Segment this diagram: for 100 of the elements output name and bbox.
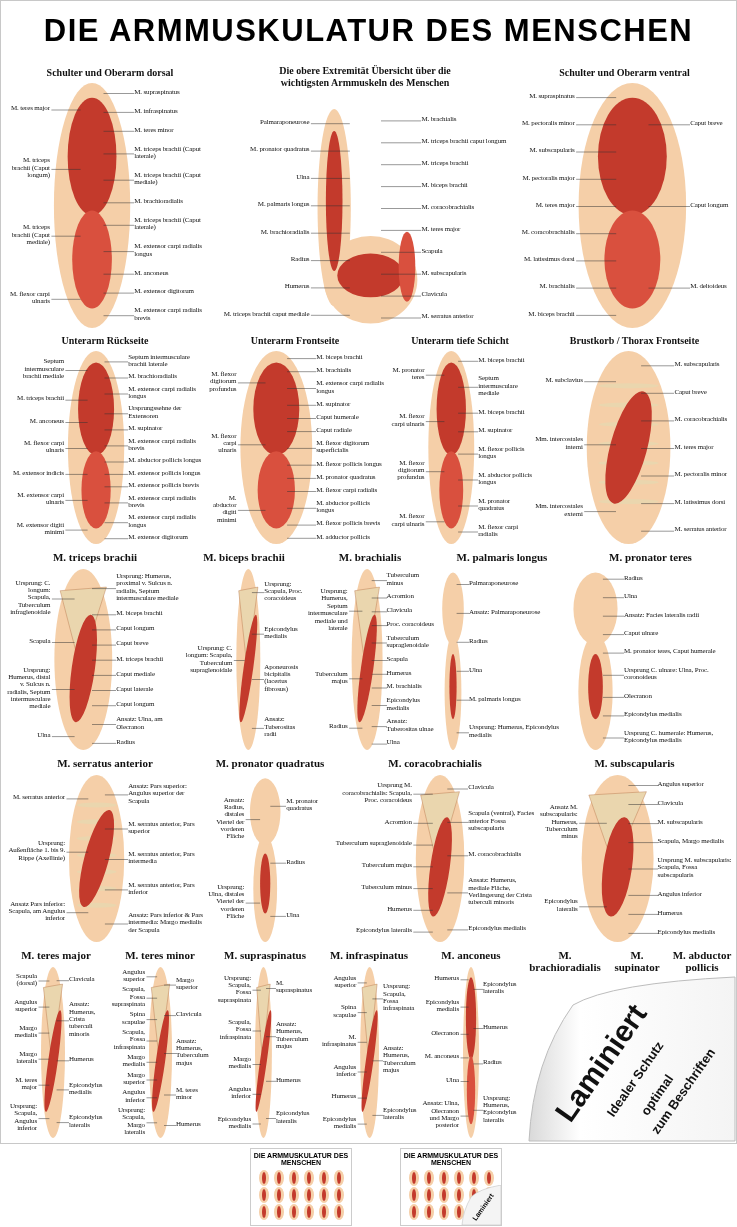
leader-line: [413, 888, 434, 889]
leader-line: [146, 1019, 158, 1020]
leader-line: [602, 634, 625, 635]
leader-line: [252, 1123, 262, 1125]
leader-line: [91, 705, 117, 706]
leader-line: [380, 295, 423, 297]
leader-line: [575, 260, 617, 262]
leader-line: [251, 592, 266, 593]
panel-heading: M. serratus anterior: [56, 757, 154, 770]
leader-line: [146, 1097, 158, 1099]
leader-line: [602, 578, 625, 580]
leader-line: [66, 851, 89, 853]
panel-heading: M. teres minor: [124, 949, 196, 962]
leader-line: [460, 979, 469, 981]
leader-line: [456, 732, 470, 734]
leader-line: [252, 1064, 262, 1065]
leader-line: [270, 916, 287, 917]
leader-line: [371, 705, 388, 706]
leader-line: [51, 689, 75, 690]
leader-line: [380, 273, 423, 275]
leader-line: [628, 914, 659, 915]
leader-line: [286, 448, 317, 449]
leader-line: [65, 370, 88, 371]
leader-line: [372, 998, 384, 1000]
leader-line: [103, 112, 135, 113]
leader-line: [578, 823, 608, 824]
panel-heading: M. infraspinatus: [328, 949, 410, 962]
leader-line: [371, 642, 388, 644]
leader-line: [286, 538, 317, 539]
leader-line: [380, 252, 423, 253]
leader-line: [371, 687, 388, 689]
leader-line: [104, 828, 129, 830]
leader-line: [447, 788, 470, 790]
leader-line: [628, 842, 659, 843]
leader-line: [286, 508, 317, 509]
leader-line: [640, 475, 676, 477]
leader-line: [51, 598, 75, 600]
panel-heading: M. pronator teres: [608, 551, 693, 564]
leader-line: [104, 794, 129, 796]
leader-line: [602, 697, 625, 698]
leader-line: [447, 855, 470, 857]
leader-line: [648, 124, 691, 126]
panel-heading: M. brachialis: [337, 551, 403, 564]
leader-line: [65, 474, 88, 475]
leader-line: [65, 448, 88, 449]
leader-line: [456, 671, 470, 672]
leader-line: [460, 1006, 469, 1008]
leader-line: [460, 1081, 469, 1082]
leader-line: [103, 273, 135, 275]
leader-line: [65, 399, 88, 401]
leader-line: [65, 529, 88, 531]
leader-line: [348, 678, 363, 680]
leader-line: [51, 736, 75, 737]
leader-line: [91, 644, 117, 646]
leader-line: [163, 1053, 177, 1054]
leader-line: [237, 382, 266, 384]
leader-line: [457, 505, 479, 507]
leader-line: [457, 412, 479, 414]
leader-line: [245, 819, 261, 820]
leader-line: [56, 1060, 70, 1062]
leader-line: [103, 179, 135, 181]
leader-line: [146, 997, 158, 999]
leader-line: [91, 629, 117, 631]
leader-line: [583, 511, 617, 512]
leader-line: [146, 1079, 158, 1081]
leader-line: [357, 1097, 368, 1099]
leader-line: [91, 724, 117, 725]
leader-line: [104, 889, 129, 891]
leader-line: [457, 387, 479, 388]
leader-line: [456, 613, 470, 614]
leader-line: [628, 823, 659, 824]
leader-line: [146, 1062, 158, 1063]
leader-line: [237, 510, 266, 511]
leader-line: [286, 491, 317, 492]
leader-line: [380, 317, 423, 319]
leader-line: [413, 866, 434, 868]
leader-line: [372, 1060, 384, 1062]
leader-line: [460, 1057, 469, 1059]
leader-line: [103, 93, 135, 94]
leader-line: [65, 422, 88, 423]
leader-line: [146, 1122, 158, 1124]
leader-line: [310, 315, 351, 316]
leader-line: [286, 405, 317, 406]
panel-heading: M. triceps brachii: [52, 551, 138, 564]
leader-line: [286, 431, 317, 432]
panel-heading: M. subscapularis: [593, 757, 676, 770]
leader-line: [286, 371, 317, 372]
leader-line: [371, 580, 388, 581]
leader-line: [286, 388, 317, 389]
leader-line: [628, 933, 659, 934]
leader-line: [648, 287, 691, 289]
leader-line: [473, 1028, 484, 1029]
panel-heading: Die obere Extremität Übersicht über die wichtigsten Armmuskeln des Menschen: [278, 65, 452, 88]
leader-line: [66, 912, 89, 913]
leader-line: [575, 124, 617, 126]
leader-line: [602, 615, 625, 617]
leader-line: [473, 989, 484, 990]
poster-title: DIE ARMMUSKULATUR DES MENSCHEN: [42, 13, 695, 49]
leader-line: [602, 652, 625, 654]
leader-line: [103, 131, 135, 132]
